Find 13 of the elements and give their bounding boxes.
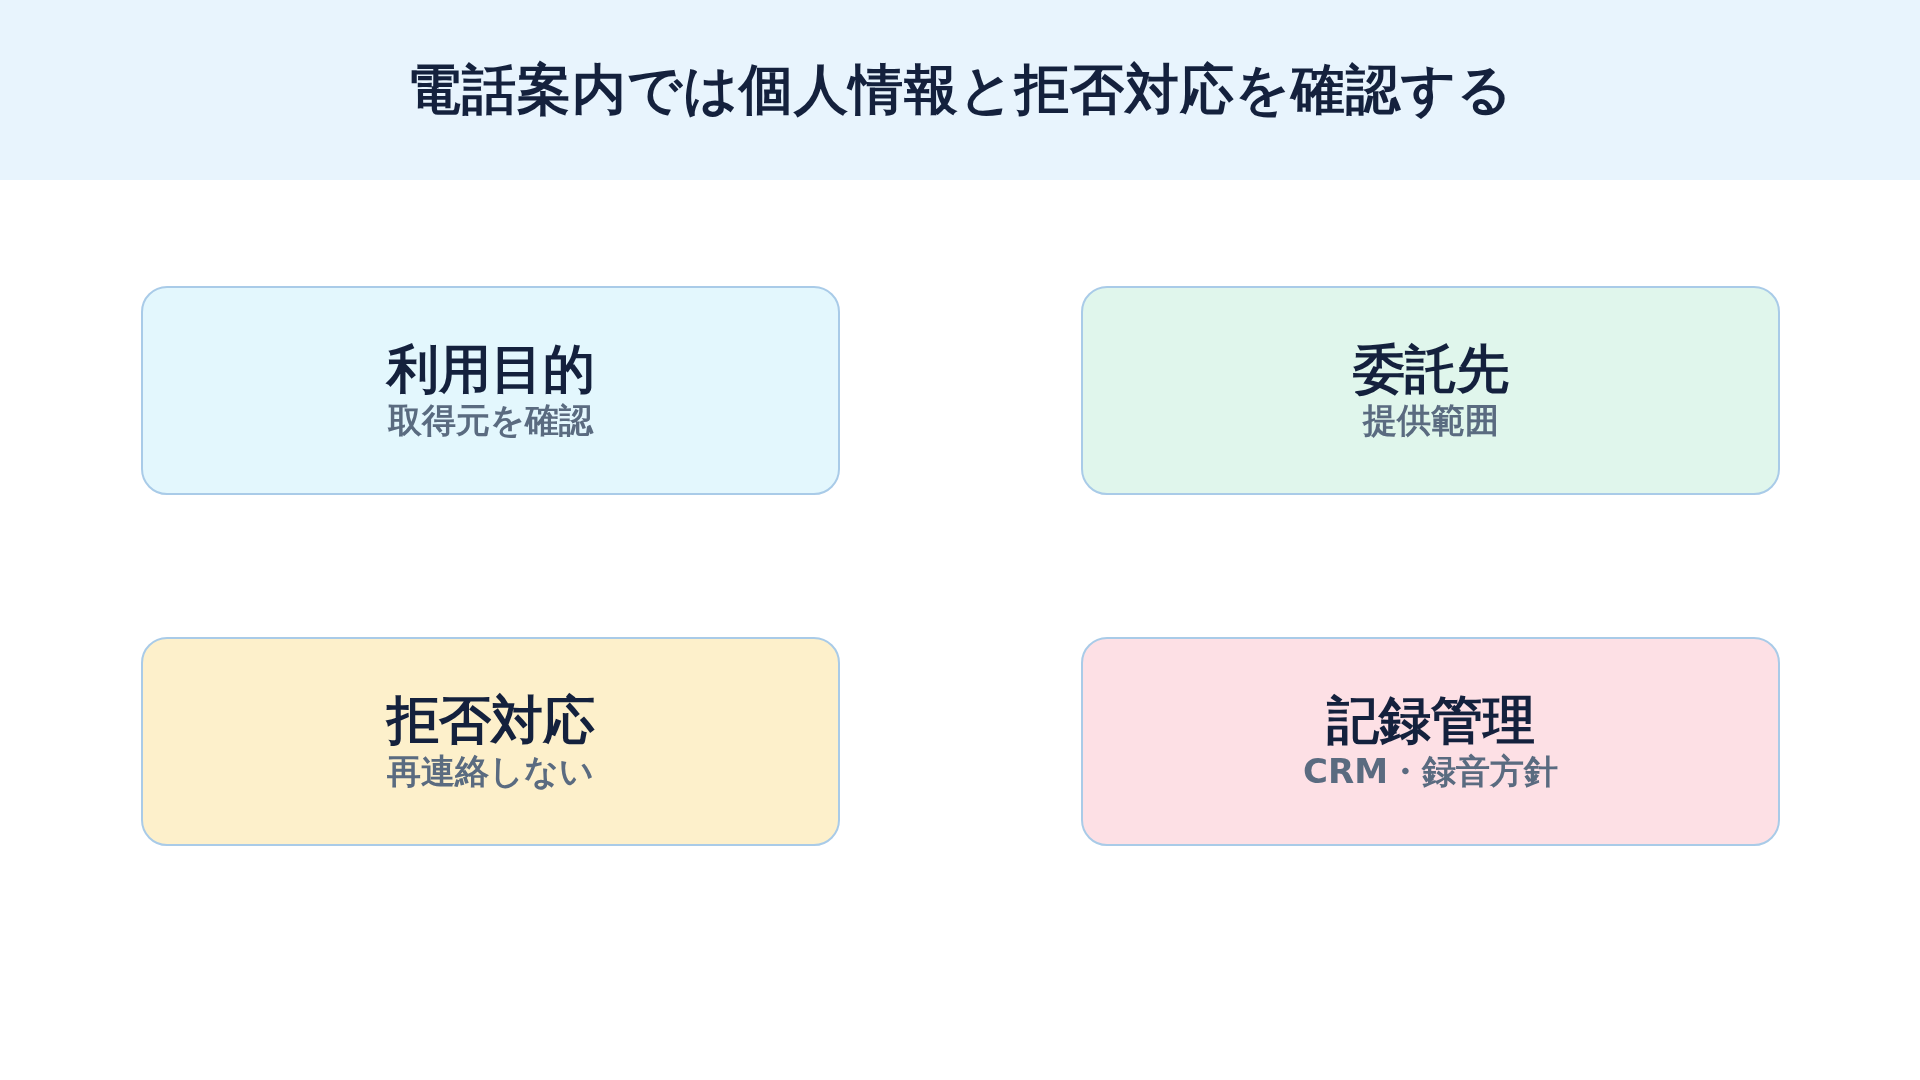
card-subtitle: 再連絡しない	[387, 750, 594, 792]
card-heading: 委託先	[1352, 340, 1509, 398]
card-heading: 拒否対応	[386, 691, 595, 749]
card-heading: 記録管理	[1326, 691, 1535, 749]
card-subtitle: 提供範囲	[1362, 399, 1499, 441]
card-subtitle: 取得元を確認	[388, 399, 593, 441]
category-card	[1081, 286, 1780, 495]
page-title: 電話案内では個人情報と拒否対応を確認する	[407, 56, 1513, 123]
category-card	[1081, 637, 1780, 846]
category-card	[141, 637, 840, 846]
card-subtitle: CRM・録音方針	[1303, 750, 1558, 792]
card-heading: 利用目的	[386, 340, 595, 398]
category-card	[141, 286, 840, 495]
